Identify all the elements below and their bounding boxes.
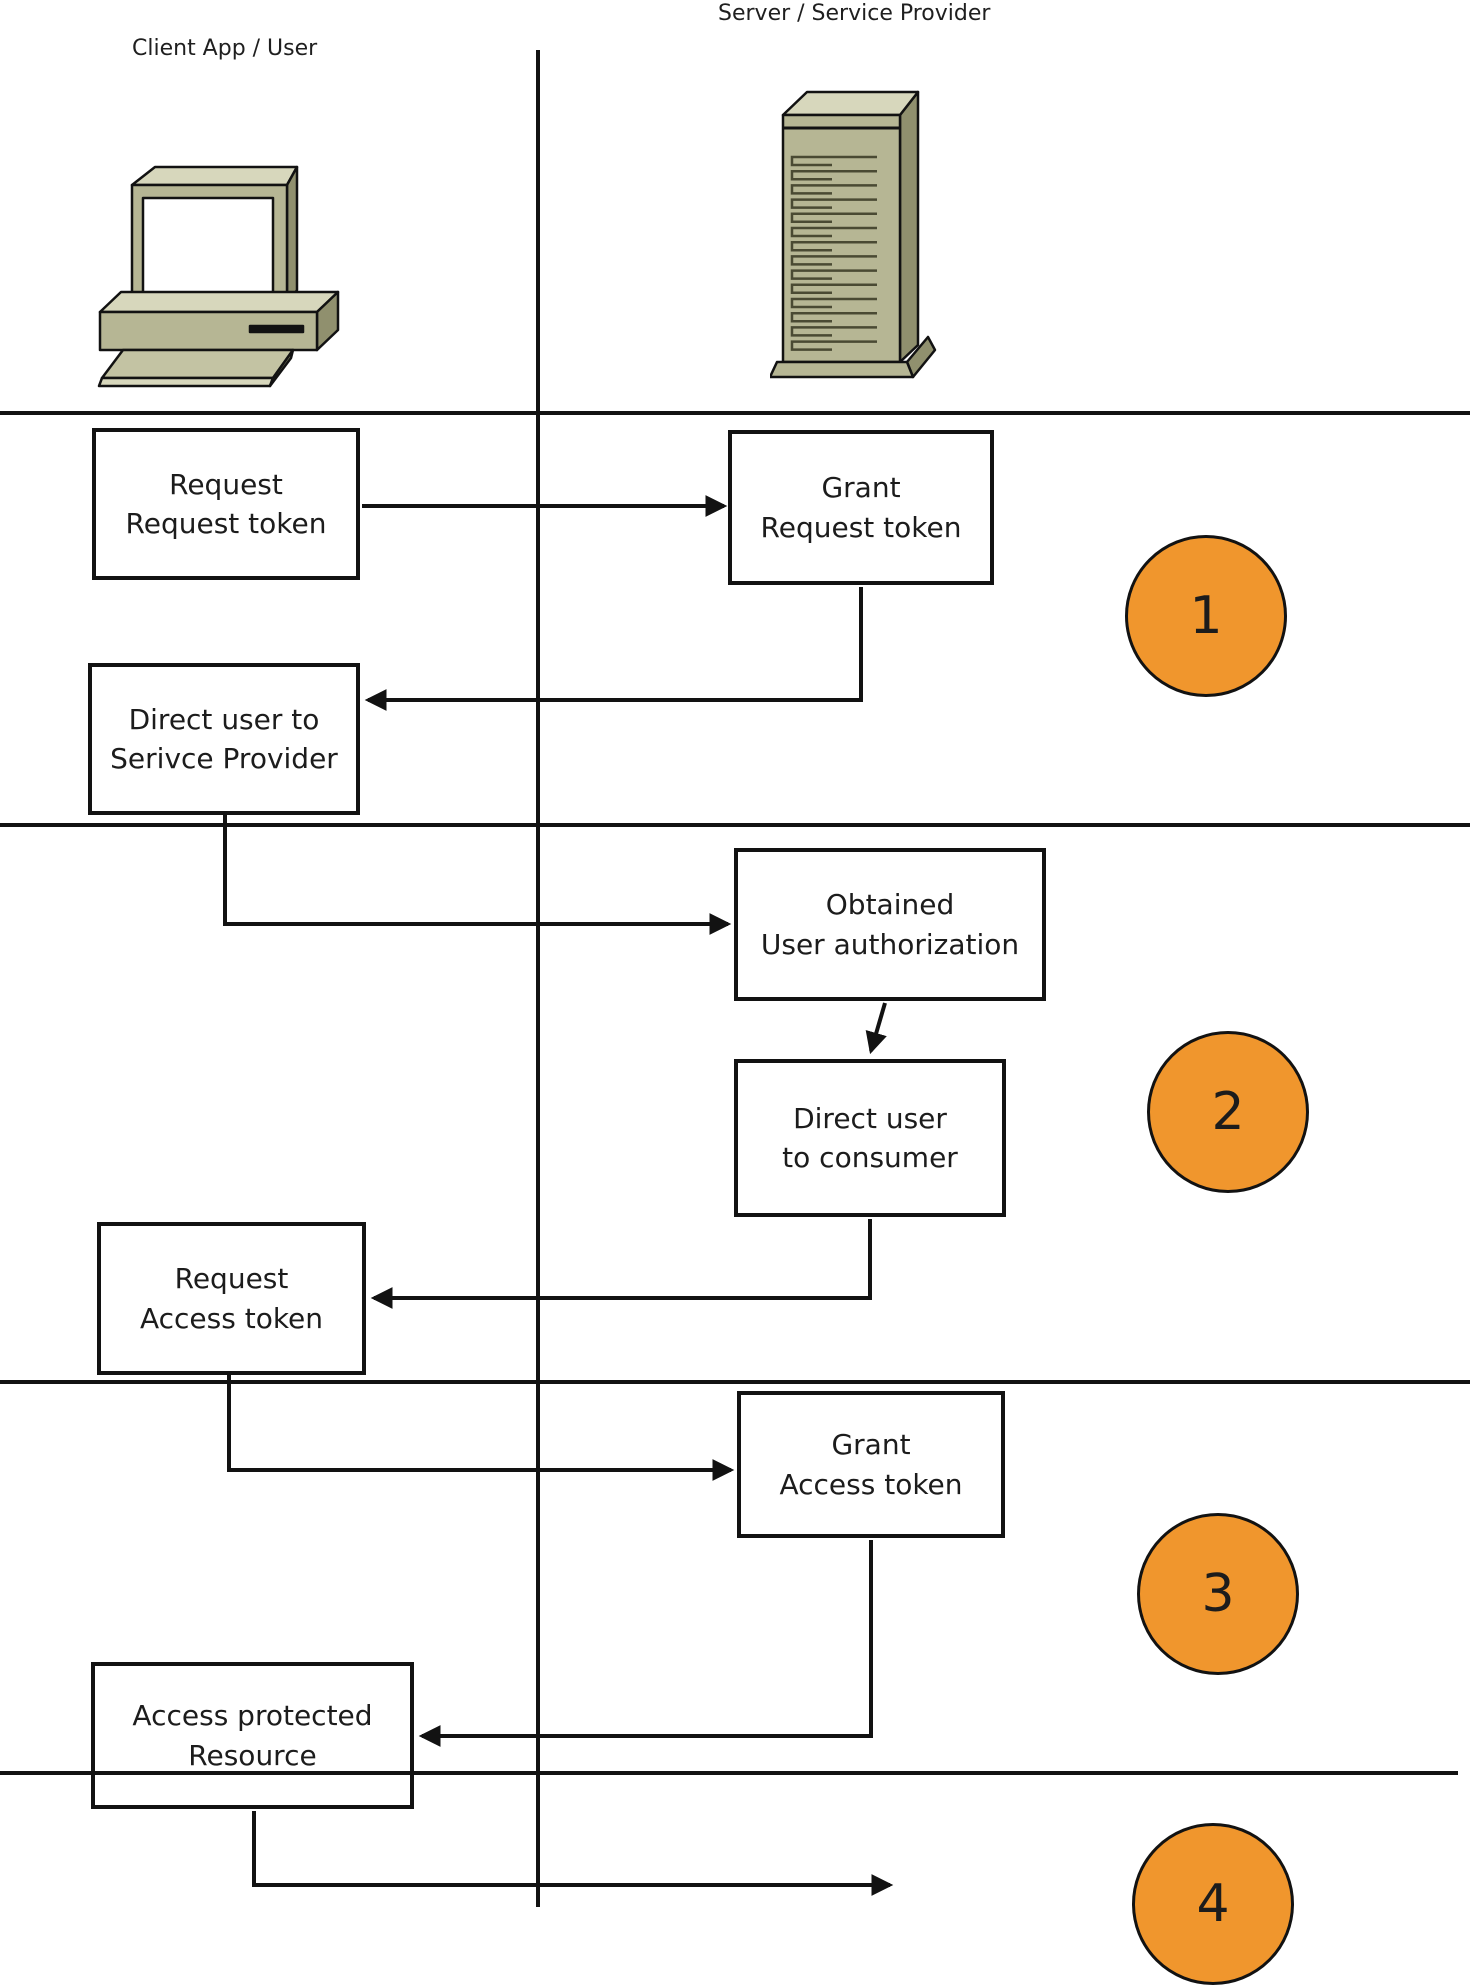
arrow-return-access-token bbox=[418, 1540, 873, 1747]
step-3-number: 3 bbox=[1201, 1564, 1235, 1624]
box-grant-request-token: Grant Request token bbox=[728, 430, 994, 585]
arrow-direct-user-to-provider bbox=[223, 815, 732, 935]
box-line2: Access token bbox=[139, 1301, 324, 1335]
arrow-direct-user-to-consumer bbox=[370, 1219, 872, 1309]
step-3-circle: 3 bbox=[1137, 1513, 1299, 1675]
step-4-number: 4 bbox=[1196, 1874, 1230, 1934]
server-vent-slot bbox=[790, 184, 877, 195]
box-line2: User authorization bbox=[760, 927, 1020, 961]
client-lane-label: Client App / User bbox=[132, 36, 318, 61]
arrow-authorization-to-redirect bbox=[865, 1002, 887, 1055]
server-vent-slot bbox=[790, 198, 877, 209]
server-vent-slot bbox=[790, 212, 877, 224]
server-vent-slot bbox=[790, 311, 877, 323]
server-vent-slot bbox=[790, 340, 877, 351]
server-vent-slot bbox=[790, 240, 877, 252]
box-line1: Grant bbox=[831, 1428, 911, 1462]
box-access-protected-resource: Access protected Resource bbox=[91, 1662, 414, 1809]
server-vent-slot bbox=[790, 226, 877, 238]
step-2-number: 2 bbox=[1211, 1082, 1245, 1142]
server-vent-slot bbox=[790, 297, 877, 309]
box-line1: Obtained bbox=[825, 888, 955, 922]
box-line2: Request token bbox=[125, 507, 327, 540]
step-1-number: 1 bbox=[1189, 586, 1223, 646]
server-vent-slot bbox=[790, 326, 877, 337]
box-obtained-user-authorization: Obtained User authorization bbox=[734, 848, 1046, 1001]
server-vent-slot bbox=[790, 283, 877, 295]
server-vent-slot bbox=[790, 269, 877, 280]
step-2-circle: 2 bbox=[1147, 1031, 1309, 1193]
step-4-circle: 4 bbox=[1132, 1823, 1294, 1985]
box-line1: Access protected bbox=[132, 1699, 373, 1733]
arrow-request-access-token bbox=[227, 1375, 735, 1481]
server-vent-slot bbox=[790, 155, 877, 167]
box-line2: Access token bbox=[779, 1467, 963, 1501]
box-line2: Request token bbox=[760, 510, 962, 544]
box-direct-user-to-consumer: Direct user to consumer bbox=[734, 1059, 1006, 1217]
box-line1: Direct user bbox=[793, 1101, 947, 1135]
server-tower-icon bbox=[770, 90, 937, 379]
box-line2: Resource bbox=[188, 1738, 317, 1772]
box-request-request-token: Request Request token bbox=[92, 428, 360, 580]
box-line1: Request bbox=[169, 467, 283, 501]
server-vent-slot bbox=[790, 255, 877, 266]
arrow-return-request-token bbox=[364, 587, 863, 711]
step-1-circle: 1 bbox=[1125, 535, 1287, 697]
server-vent-slot bbox=[790, 169, 877, 181]
desktop-computer-icon bbox=[97, 165, 340, 388]
box-line2: to consumer bbox=[782, 1141, 958, 1174]
box-grant-access-token: Grant Access token bbox=[737, 1391, 1005, 1538]
server-lane-label: Server / Service Provider bbox=[718, 1, 991, 26]
arrow-access-protected-resource bbox=[252, 1811, 894, 1896]
box-direct-user-to-service-provider: Direct user to Serivce Provider bbox=[88, 663, 360, 815]
box-line1: Request bbox=[174, 1262, 289, 1296]
box-line2: Serivce Provider bbox=[110, 742, 338, 775]
box-line1: Grant bbox=[821, 471, 901, 505]
box-line1: Direct user to bbox=[128, 702, 320, 736]
box-request-access-token: Request Access token bbox=[97, 1222, 366, 1375]
